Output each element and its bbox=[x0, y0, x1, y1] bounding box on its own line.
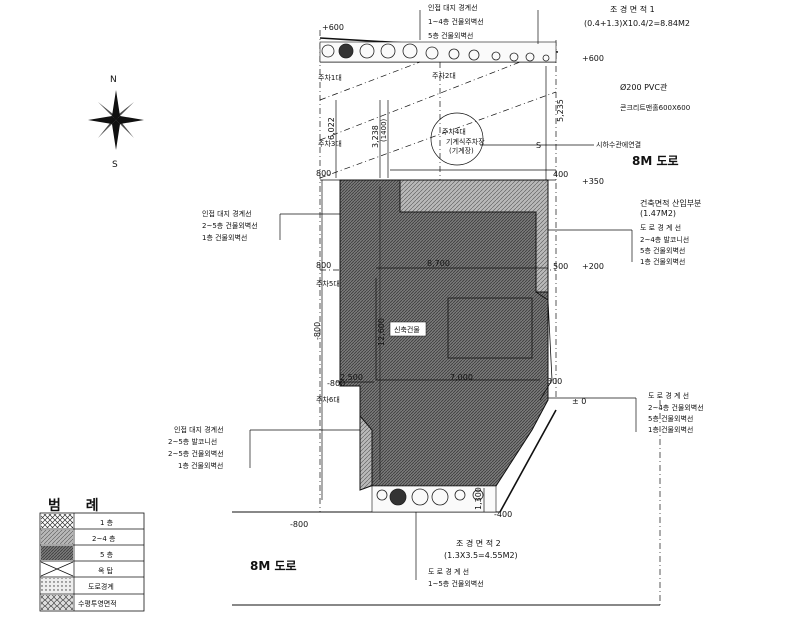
left-lower-3: 2~5층 건물외벽선 bbox=[168, 449, 224, 458]
turning-circle bbox=[430, 112, 484, 166]
sewer-label: 시하수관에연결 bbox=[596, 140, 641, 149]
parking-3: 주차3대 bbox=[318, 139, 342, 148]
balcony-title: 건축면적 산입부분 bbox=[640, 198, 701, 208]
road-east: 8M 도로 bbox=[632, 154, 679, 168]
turn-circle-label-1: 기계식주차장 bbox=[446, 137, 485, 146]
dim-1400: (1400) bbox=[380, 118, 388, 142]
side-label-2: 2~4층 건물외벽선 bbox=[648, 403, 704, 412]
sewer-mark: S bbox=[536, 141, 541, 150]
dimension-texts: 6,022 3,238 (1400) 5,235 800 800 400 500… bbox=[313, 99, 568, 510]
landscape2-formula: (1.3X3.5=4.55M2) bbox=[444, 551, 518, 560]
legend: 범 례 1 층 2~4 층 5 층 옥 탑 도로경계 수평투영면적 bbox=[39, 498, 145, 612]
pvc-label: Ø200 PVC관 bbox=[620, 82, 668, 92]
dim-8700: 8,700 bbox=[427, 259, 450, 268]
left-lower-4: 1층 건물외벽선 bbox=[178, 461, 223, 470]
dimension-lines bbox=[321, 66, 548, 512]
balcony-area: (1.47M2) bbox=[640, 209, 676, 218]
right-label-2: 2~4층 발코니선 bbox=[640, 235, 689, 244]
level-right-200: +200 bbox=[582, 262, 604, 271]
parking-2: 주차2대 bbox=[432, 71, 456, 80]
left-upper-2: 2~5층 건물외벽선 bbox=[202, 221, 258, 230]
legend-row-5: 도로경계 bbox=[88, 582, 114, 591]
dim-300: 300 bbox=[547, 377, 562, 386]
side-label-1: 도 로 경 계 선 bbox=[648, 391, 689, 400]
side-label-4: 1층 건물외벽선 bbox=[648, 425, 693, 434]
north-arrow-icon: N S bbox=[88, 75, 144, 170]
legend-row-3: 5 층 bbox=[100, 550, 114, 559]
level-mid-right: +350 bbox=[582, 177, 604, 186]
level-bottom-right: -400 bbox=[494, 510, 512, 519]
legend-row-2: 2~4 층 bbox=[92, 534, 116, 543]
dim-800a: 800 bbox=[316, 169, 331, 178]
parking-1: 주차1대 bbox=[318, 73, 342, 82]
side-label-3: 5층 건물외벽선 bbox=[648, 414, 693, 423]
landscape1-formula: (0.4+1.3)X10.4/2=8.84M2 bbox=[584, 19, 690, 28]
dim-5235: 5,235 bbox=[556, 99, 565, 122]
top-label-3: 5층 건물외벽선 bbox=[428, 31, 473, 40]
dim-6022: 6,022 bbox=[327, 117, 336, 140]
left-lower-2: 2~5층 발코니선 bbox=[168, 437, 217, 446]
dim-400: 400 bbox=[553, 170, 568, 179]
top-label-1: 인접 대지 경계선 bbox=[428, 3, 478, 12]
legend-swatch-projection bbox=[41, 595, 73, 610]
legend-row-6: 수평투영면적 bbox=[78, 599, 117, 608]
turn-circle-label-2: (기계장) bbox=[449, 146, 474, 155]
legend-swatch-2-4f bbox=[41, 530, 73, 544]
right-label-4: 1층 건물외벽선 bbox=[640, 257, 685, 266]
parking-5: 주차5대 bbox=[316, 279, 340, 288]
parking-zone: 주차1대 주차2대 주차3대 주차4대 주차5대 주차6대 기계식주차장 (기계… bbox=[316, 61, 557, 404]
dim-3238: 3,238 bbox=[371, 125, 380, 148]
top-labels: 인접 대지 경계선 1~4층 건물외벽선 5층 건물외벽선 조 경 면 적 1 … bbox=[419, 3, 690, 150]
right-labels: 건축면적 산입부분 (1.47M2) 도 로 경 계 선 2~4층 발코니선 5… bbox=[548, 198, 704, 434]
legend-swatch-rooftop bbox=[40, 561, 74, 577]
level-right-zero: ± 0 bbox=[572, 397, 586, 406]
landscape2-title: 조 경 면 적 2 bbox=[456, 538, 501, 548]
parking-4: 주차4대 bbox=[442, 127, 466, 136]
level-top-right: +600 bbox=[582, 54, 604, 63]
dim-500: 500 bbox=[553, 262, 568, 271]
level-bottom-left: -800 bbox=[290, 520, 308, 529]
legend-swatch-1f bbox=[41, 514, 73, 528]
left-upper-3: 1층 건물외벽선 bbox=[202, 233, 247, 242]
parking-6: 주차6대 bbox=[316, 395, 340, 404]
bottom-label-2: 1~5층 건물외벽선 bbox=[428, 579, 484, 588]
bottom-labels: 조 경 면 적 2 (1.3X3.5=4.55M2) 도 로 경 계 선 1~5… bbox=[415, 512, 518, 588]
left-labels: 인접 대지 경계선 2~5층 건물외벽선 1층 건물외벽선 인접 대지 경계선 … bbox=[168, 209, 360, 470]
legend-row-4: 옥 탑 bbox=[98, 567, 114, 575]
south-label: S bbox=[112, 160, 118, 170]
legend-row-1: 1 층 bbox=[100, 518, 114, 527]
left-upper-1: 인접 대지 경계선 bbox=[202, 209, 252, 218]
dim-left-800: -800 bbox=[313, 322, 322, 340]
level-markers: +600 +600 +350 +200 ± 0 -800 -400 -800 bbox=[290, 23, 604, 529]
dim-800b: 800 bbox=[316, 261, 331, 270]
landscape1-title: 조 경 면 적 1 bbox=[610, 4, 655, 14]
road-south: 8M 도로 bbox=[250, 559, 297, 573]
north-label: N bbox=[110, 75, 117, 85]
legend-swatch-road bbox=[41, 578, 73, 593]
left-lower-1: 인접 대지 경계선 bbox=[174, 425, 224, 434]
right-label-3: 5층 건물외벽선 bbox=[640, 246, 685, 255]
landscape-strip-top bbox=[319, 41, 557, 63]
right-label-1: 도 로 경 계 선 bbox=[640, 223, 681, 232]
dim-1300: 1,300 bbox=[474, 487, 483, 510]
dim-2500: 2,500 bbox=[340, 373, 363, 382]
trench-label: 콘크리트맨홀600X600 bbox=[620, 103, 690, 112]
top-label-2: 1~4층 건물외벽선 bbox=[428, 17, 484, 26]
building-label: 신축건물 bbox=[394, 325, 420, 334]
landscape-strip-bottom bbox=[371, 485, 497, 513]
legend-title: 범 례 bbox=[48, 498, 109, 514]
bottom-label-1: 도 로 경 계 선 bbox=[428, 567, 469, 576]
dim-7000: 7,000 bbox=[450, 373, 473, 382]
level-left-800: -800 bbox=[327, 379, 345, 388]
legend-swatch-5f bbox=[41, 546, 73, 560]
dim-12600: 12,600 bbox=[377, 318, 386, 346]
building-footprint: 신축건물 bbox=[339, 179, 553, 491]
level-top-left: +600 bbox=[322, 23, 344, 32]
